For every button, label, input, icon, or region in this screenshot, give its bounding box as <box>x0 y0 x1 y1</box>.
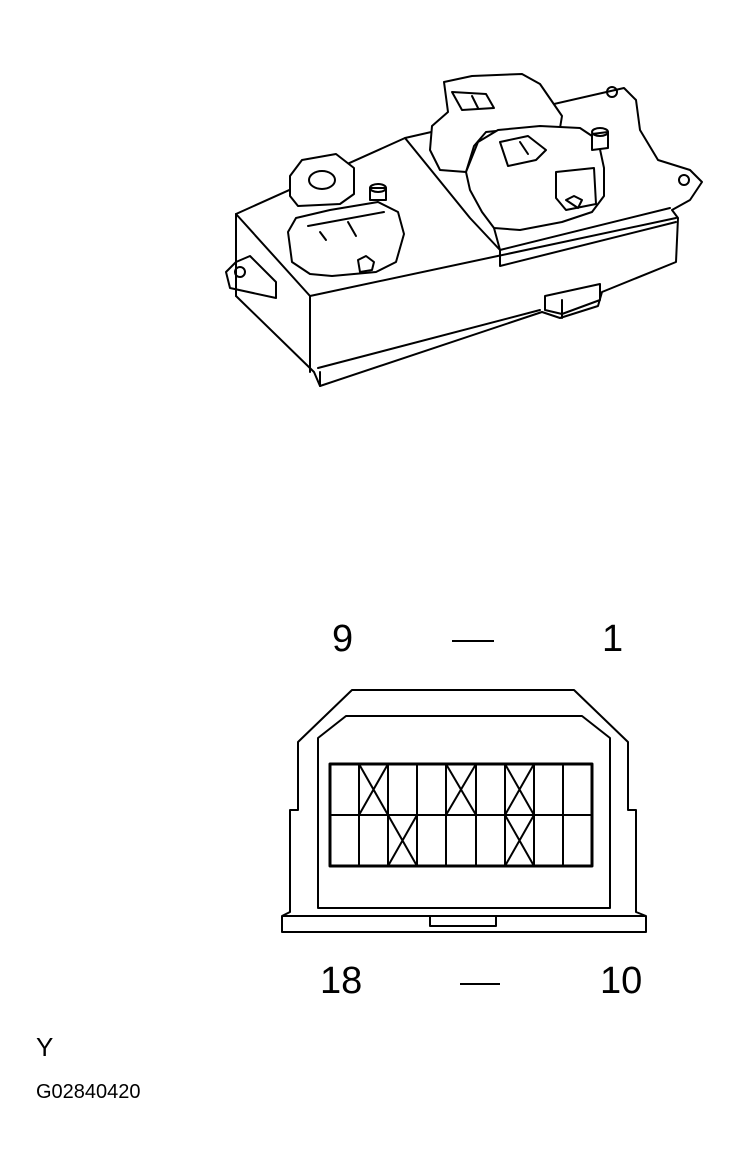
pin-label-bottom-right: 10 <box>600 960 643 1002</box>
bottom-range-dash <box>460 983 500 985</box>
pin-label-bottom-left: 18 <box>320 960 363 1002</box>
connector-code-label: Y <box>36 1032 54 1062</box>
figure-id-label: G02840420 <box>36 1081 141 1103</box>
connector-face-view <box>281 689 647 933</box>
top-range-dash <box>452 640 494 642</box>
pin-label-top-left: 9 <box>332 618 354 660</box>
power-window-switch-illustration <box>225 73 703 387</box>
pin-label-top-right: 1 <box>602 618 624 660</box>
